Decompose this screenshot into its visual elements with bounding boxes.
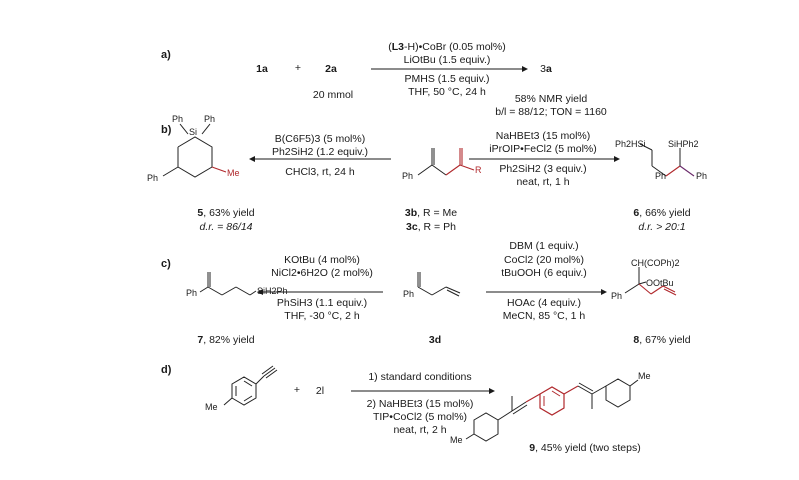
compound-3d-label: 3d <box>428 334 442 346</box>
atom-me-9b: Me <box>638 371 651 381</box>
atom-sih2ph-7: SiH2Ph <box>257 286 288 296</box>
atom-ph-6a: Ph <box>655 171 667 181</box>
condition-c-left-base: KOtBu (4 mol%) <box>284 254 360 266</box>
atom-sihph2-6: SiHPh2 <box>668 139 699 149</box>
reactant-2a: 2a <box>325 63 337 75</box>
condition-c-right-acid: HOAc (4 equiv.) <box>507 297 581 309</box>
condition-a-solvent: THF, 50 °C, 24 h <box>408 86 486 98</box>
atom-me-ethynyltoluene: Me <box>205 402 218 412</box>
reactant-1a: 1a <box>256 63 268 75</box>
yield-3a: 58% NMR yield <box>514 93 588 105</box>
arrow-d <box>351 388 495 394</box>
condition-b-right-solvent: neat, rt, 1 h <box>516 176 570 188</box>
product-5-dr: d.r. = 86/14 <box>199 221 253 233</box>
condition-d-step3: TIP•CoCl2 (5 mol%) <box>372 411 468 423</box>
atom-me-9a: Me <box>450 435 463 445</box>
reactant-2a-amount: 20 mmol <box>312 89 354 101</box>
atom-ph2hsi-6: Ph2HSi <box>615 139 646 149</box>
condition-c-left-catalyst: NiCl2•6H2O (2 mol%) <box>271 267 373 279</box>
atom-si-5: Si <box>189 127 198 137</box>
compound-8-structure <box>624 267 677 296</box>
plus-d: + <box>293 384 301 396</box>
condition-a-silane: PMHS (1.5 equiv.) <box>404 73 490 85</box>
product-6-dr: d.r. > 20:1 <box>638 221 686 233</box>
condition-d-step2: 2) NaHBEt3 (15 mol%) <box>366 398 474 410</box>
condition-d-step4: neat, rt, 2 h <box>393 424 447 436</box>
compound-3c-label: 3c, R = Ph <box>406 221 456 233</box>
product-6-yield: 6, 66% yield <box>633 207 691 219</box>
condition-c-right-solvent: MeCN, 85 °C, 1 h <box>502 310 586 322</box>
product-8-yield: 8, 67% yield <box>633 334 691 346</box>
condition-c-right-oxidant: tBuOOH (6 equiv.) <box>501 267 587 279</box>
arrow-a <box>371 66 528 72</box>
selectivity-3a: b/l = 88/12; TON = 1160 <box>495 106 607 118</box>
compound-3d-structure <box>417 272 461 297</box>
compound-7-structure <box>199 272 257 296</box>
condition-b-left-silane: Ph2SiH2 (1.2 equiv.) <box>271 146 369 158</box>
atom-ph-8: Ph <box>611 291 623 301</box>
panel-label-c: c) <box>161 258 171 270</box>
atom-r-3b: R <box>475 165 482 175</box>
atom-ph-5b: Ph <box>204 114 216 124</box>
condition-c-right-dbm: DBM (1 equiv.) <box>509 240 579 252</box>
condition-b-right-silane: Ph2SiH2 (3 equiv.) <box>499 163 587 175</box>
atom-ph-7: Ph <box>186 288 198 298</box>
atom-me-5: Me <box>227 168 240 178</box>
condition-b-right-catalyst: iPrOIP•FeCl2 (5 mol%) <box>489 143 597 155</box>
product-7-yield: 7, 82% yield <box>197 334 255 346</box>
panel-label-d: d) <box>161 364 172 376</box>
condition-b-left-solvent: CHCl3, rt, 24 h <box>285 166 355 178</box>
atom-ph-5c: Ph <box>147 173 159 183</box>
condition-b-right-reductant: NaHBEt3 (15 mol%) <box>495 130 591 142</box>
condition-c-left-solvent: THF, -30 °C, 2 h <box>284 310 360 322</box>
compound-3b-3c-structure <box>417 148 475 176</box>
compound-5-structure <box>162 123 227 178</box>
condition-a-base: LiOtBu (1.5 equiv.) <box>403 54 491 66</box>
plus-a: + <box>294 62 302 74</box>
arrow-c-left <box>257 289 383 295</box>
condition-d-step1: 1) standard conditions <box>368 371 472 383</box>
arrow-b-left <box>249 156 391 162</box>
product-9-yield: 9, 45% yield (two steps) <box>529 442 641 454</box>
atom-ph-6b: Ph <box>696 171 708 181</box>
compound-6-structure <box>639 143 695 177</box>
panel-label-b: b) <box>161 124 172 136</box>
condition-c-right-catalyst: CoCl2 (20 mol%) <box>504 254 584 266</box>
condition-b-left-catalyst: B(C6F5)3 (5 mol%) <box>274 133 366 145</box>
condition-a-catalyst: (L3-H)•CoBr (0.05 mol%) <box>388 41 506 53</box>
panel-label-a: a) <box>161 49 171 61</box>
product-5-yield: 5, 63% yield <box>197 207 255 219</box>
ethynyltoluene-structure <box>223 365 278 406</box>
atom-ch-8: CH(COPh)2 <box>631 258 680 268</box>
atom-ph-5a: Ph <box>172 114 184 124</box>
product-3a: 3a <box>540 63 552 75</box>
reagent-2l: 2l <box>315 385 325 397</box>
compound-9-structure <box>465 378 639 442</box>
condition-c-left-silane: PhSiH3 (1.1 equiv.) <box>276 297 368 309</box>
compound-3b-label: 3b, R = Me <box>404 207 458 219</box>
atom-ph-3d: Ph <box>403 289 415 299</box>
arrow-b-right <box>469 156 620 162</box>
atom-ootbu-8: OOtBu <box>646 278 674 288</box>
atom-ph-3b: Ph <box>402 171 414 181</box>
arrow-c-right <box>486 289 607 295</box>
